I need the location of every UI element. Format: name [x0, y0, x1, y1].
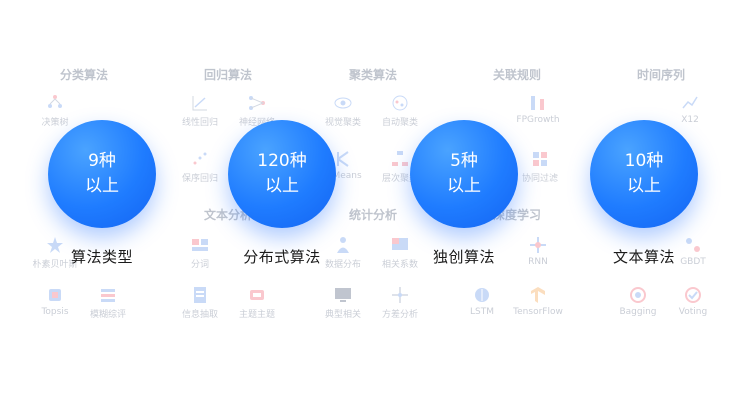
monitor-icon	[335, 288, 351, 302]
algo-variance-analysis: 方差分析	[360, 286, 440, 320]
cross-node-icon	[530, 237, 546, 253]
algo-gbdt: GBDT	[653, 236, 733, 267]
algo-auto-clustering: 自动聚类	[360, 94, 440, 128]
line-chart-icon	[192, 96, 207, 111]
document-icon	[194, 287, 206, 303]
stat-circle-text: 10种 以上	[590, 120, 698, 228]
tiles-icon	[192, 239, 208, 251]
trend-icon	[682, 96, 698, 109]
algo-correlation: 相关系数	[360, 236, 440, 270]
cluster-icon	[392, 95, 408, 111]
algo-canonical-correlation: 典型相关	[303, 286, 383, 320]
layers-icon	[101, 289, 115, 302]
hierarchy-icon	[392, 151, 408, 166]
category-title: 时间序列	[636, 68, 686, 82]
algo-voting: Voting	[653, 286, 733, 317]
algo-topic: 主题主题	[217, 286, 297, 320]
stat-suffix: 以上	[85, 176, 119, 196]
algo-topsis: Topsis	[15, 286, 95, 317]
category-title: 分类算法	[59, 68, 109, 82]
algo-hierarchical-clustering: 层次聚类	[360, 150, 440, 184]
algo-lstm: LSTM	[442, 286, 522, 317]
algo-kmeans: K-Means	[303, 150, 383, 181]
grid-icon	[533, 152, 547, 166]
stat-count: 9种	[88, 151, 116, 171]
category-title: 回归算法	[203, 68, 253, 82]
stat-count: 5种	[450, 151, 478, 171]
stat-circle-distributed: 120种 以上	[228, 120, 336, 228]
stat-label-text: 文本算法	[612, 248, 676, 266]
star-icon	[47, 237, 63, 253]
stat-circle-original: 5种 以上	[410, 120, 518, 228]
network-icon	[249, 96, 265, 110]
stat-label-original: 独创算法	[432, 248, 496, 266]
algo-tensorflow: TensorFlow	[498, 286, 578, 317]
algo-fpgrowth: FPGrowth	[498, 94, 578, 125]
scatter-icon	[193, 152, 207, 165]
algo-info-extraction: 信息抽取	[160, 286, 240, 320]
algo-decision-tree: 决策树	[15, 94, 95, 128]
algo-x12: X12	[650, 94, 730, 125]
stat-suffix: 以上	[627, 176, 661, 196]
category-title: 聚类算法	[348, 68, 398, 82]
algo-rnn: RNN	[498, 236, 578, 267]
bars-icon	[531, 96, 544, 110]
vote-icon	[685, 287, 701, 303]
algo-collaborative-filtering: 协同过滤	[500, 150, 580, 184]
category-title: 深度学习	[492, 208, 542, 222]
tensorflow-icon	[531, 287, 545, 303]
brain-icon	[475, 288, 489, 302]
stat-label-distributed: 分布式算法	[243, 248, 321, 266]
algo-bagging: Bagging	[598, 286, 678, 317]
person-icon	[337, 237, 349, 253]
axis-icon	[392, 287, 408, 303]
algo-linear-regression: 线性回归	[160, 94, 240, 128]
stat-count: 10种	[624, 151, 664, 171]
algo-fuzzy-evaluation: 模糊综评	[68, 286, 148, 320]
bag-icon	[630, 287, 646, 303]
algo-isotonic-regression: 保序回归	[160, 150, 240, 184]
category-title: 关联规则	[492, 68, 542, 82]
flag-icon	[392, 238, 408, 250]
boost-icon	[686, 238, 700, 252]
stat-label-algorithm-types: 算法类型	[70, 248, 134, 266]
tree-icon	[48, 95, 62, 108]
category-title: 文本分析	[203, 208, 253, 222]
k-icon	[337, 151, 349, 167]
category-title: 统计分析	[348, 208, 398, 222]
tag-icon	[250, 290, 264, 300]
algo-naive-bayes: 朴素贝叶斯	[15, 236, 95, 270]
chip-icon	[49, 289, 61, 301]
stat-suffix: 以上	[447, 176, 481, 196]
stat-count: 120种	[257, 151, 307, 171]
algo-visual-clustering: 视觉聚类	[303, 94, 383, 128]
stat-circle-algorithm-types: 9种 以上	[48, 120, 156, 228]
stat-suffix: 以上	[265, 176, 299, 196]
algo-neural-network: 神经网络	[217, 94, 297, 128]
algo-segmentation: 分词	[160, 236, 240, 270]
eye-icon	[334, 97, 352, 109]
algo-data-distribution: 数据分布	[303, 236, 383, 270]
